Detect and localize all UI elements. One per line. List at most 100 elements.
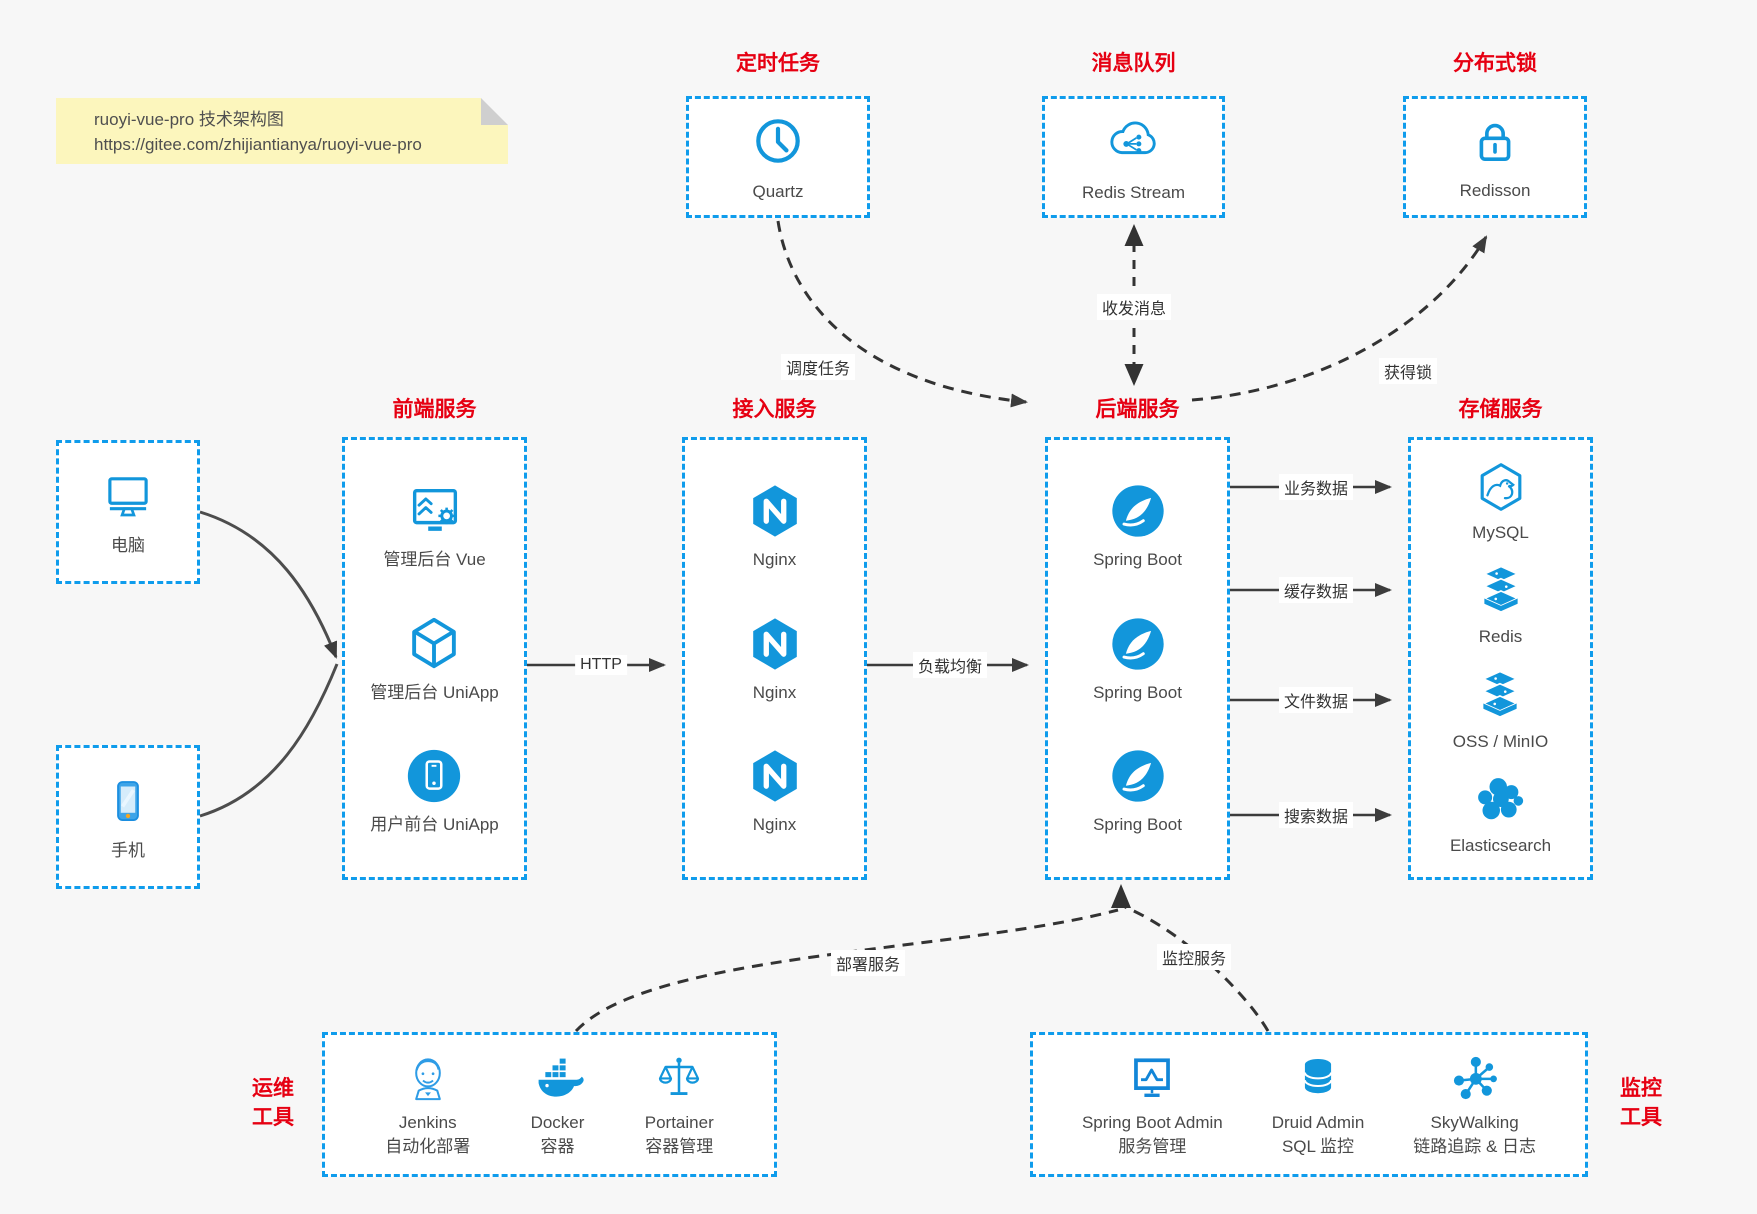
group-title-scheduled-jobs: 定时任务 [736,52,820,75]
group-title-line: 工具 [1620,1106,1662,1129]
node-label: Nginx [752,550,797,570]
edge-acquire-lock [1191,235,1488,402]
node-oss-minio: OSS / MinIO [1453,668,1548,754]
spring-boot-icon [1107,480,1169,542]
edge-label-schedule-job: 调度任务 [780,354,856,380]
elasticsearch-icon [1472,772,1528,828]
node-label: Elasticsearch [1449,836,1552,856]
node-label: Redis Stream [1082,182,1185,202]
node-label: Druid Admin [1271,1112,1365,1132]
spring-boot-admin-icon [1125,1051,1179,1105]
node-label: Spring Boot [1093,682,1182,702]
druid-icon [1291,1051,1345,1105]
edge-label-file-data: 文件数据 [1278,687,1354,713]
spring-boot-icon [1107,745,1169,807]
smartphone-icon [99,772,157,830]
group-title-line: 运维 [252,1077,294,1100]
group-box-message-queue: Redis Stream [1042,96,1225,218]
node-label: Nginx [752,814,797,834]
node-spring-boot: Spring Boot [1093,613,1182,705]
node-sublabel: 链路追踪 & 日志 [1413,1136,1537,1156]
column-box-gateway: Nginx Nginx Nginx [682,437,867,880]
docker-icon [531,1051,585,1105]
redis-stack-icon [1473,563,1529,619]
client-box-desktop: 电脑 [56,440,200,584]
node-label: Spring Boot [1093,550,1182,570]
node-portainer: Portainer 容器管理 [645,1051,714,1159]
nginx-icon [744,745,806,807]
node-sublabel: 容器 [540,1136,575,1156]
desktop-icon [99,467,157,525]
node-skywalking: SkyWalking 链路追踪 & 日志 [1413,1051,1536,1159]
node-user-uniapp: 用户前台 UniApp [370,745,499,837]
node-mysql: MySQL [1472,459,1529,545]
node-label: Portainer [644,1112,714,1132]
node-jenkins: Jenkins 自动化部署 [385,1051,470,1159]
group-box-monitor-tools: Spring Boot Admin 服务管理 Druid Admin SQL 监… [1030,1032,1588,1177]
client-box-phone: 手机 [56,745,200,889]
node-nginx: Nginx [744,613,806,705]
node-label: 电脑 [111,535,145,555]
node-admin-uniapp: 管理后台 UniApp [370,613,499,705]
nginx-icon [744,613,806,675]
note-title: ruoyi-vue-pro 技术架构图 [94,110,284,129]
edge-label-deploy-service: 部署服务 [830,950,906,976]
node-label: OSS / MinIO [1452,731,1549,751]
jenkins-icon [401,1051,455,1105]
edge-label-business-data: 业务数据 [1278,474,1354,500]
node-label: Spring Boot [1093,814,1182,834]
node-druid-admin: Druid Admin SQL 监控 [1271,1051,1365,1159]
node-label: Docker [530,1112,585,1132]
note-url: https://gitee.com/zhijiantianya/ruoyi-vu… [94,135,422,154]
group-title-monitor-tools: 监控 工具 [1601,1074,1681,1132]
column-box-frontend: 管理后台 Vue 管理后台 UniApp 用户前台 UniApp [342,437,527,880]
node-sublabel: SQL 监控 [1281,1136,1355,1156]
edge-label-load-balance: 负载均衡 [912,652,988,678]
node-label: Spring Boot Admin [1081,1112,1223,1132]
portainer-icon [652,1051,706,1105]
clock-icon [748,111,808,171]
edge-desktop-to-frontend [199,510,338,659]
node-label: Redisson [1459,180,1531,200]
node-elasticsearch: Elasticsearch [1450,772,1551,858]
group-title-line: 工具 [252,1106,294,1129]
user-app-icon [403,745,465,807]
group-title-message-queue: 消息队列 [1091,52,1176,75]
node-label: MySQL [1472,522,1529,542]
sticky-note: ruoyi-vue-pro 技术架构图 https://gitee.com/zh… [56,98,508,164]
node-spring-boot: Spring Boot [1093,480,1182,572]
column-box-storage: MySQL Redis OSS / MinIO Elasticsearch [1408,437,1593,880]
group-title-distributed-lock: 分布式锁 [1453,52,1537,75]
node-sublabel: 容器管理 [645,1136,714,1156]
group-box-distributed-lock: Redisson [1403,96,1587,218]
column-title-frontend: 前端服务 [392,398,477,421]
edge-phone-to-frontend [199,663,339,818]
mysql-icon [1473,459,1529,515]
edge-label-http: HTTP [575,655,627,675]
group-box-devops-tools: Jenkins 自动化部署 Docker 容器 Portainer 容器管理 [322,1032,777,1177]
column-title-storage: 存储服务 [1458,398,1543,421]
node-label: SkyWalking [1430,1112,1519,1132]
column-title-gateway: 接入服务 [732,398,817,421]
nginx-icon [744,480,806,542]
node-label: Nginx [752,682,797,702]
group-title-devops-tools: 运维 工具 [233,1074,313,1132]
edge-label-monitor-service: 监控服务 [1156,944,1232,970]
node-label: Quartz [752,181,804,201]
group-box-scheduled-jobs: Quartz [686,96,870,218]
node-label: 管理后台 Vue [383,550,486,570]
edge-label-send-receive-message: 收发消息 [1096,294,1172,320]
node-sublabel: 自动化部署 [385,1136,471,1156]
node-label: 管理后台 UniApp [370,682,499,702]
group-title-line: 监控 [1620,1077,1662,1100]
edge-label-search-data: 搜索数据 [1278,802,1354,828]
node-spring-boot-admin: Spring Boot Admin 服务管理 [1082,1051,1223,1159]
lock-icon [1466,112,1524,170]
admin-vue-icon [404,480,466,542]
edge-label-cache-data: 缓存数据 [1278,577,1354,603]
node-spring-boot: Spring Boot [1093,745,1182,837]
node-docker: Docker 容器 [531,1051,585,1159]
oss-stack-icon [1472,668,1528,724]
node-label: Redis [1478,627,1523,647]
